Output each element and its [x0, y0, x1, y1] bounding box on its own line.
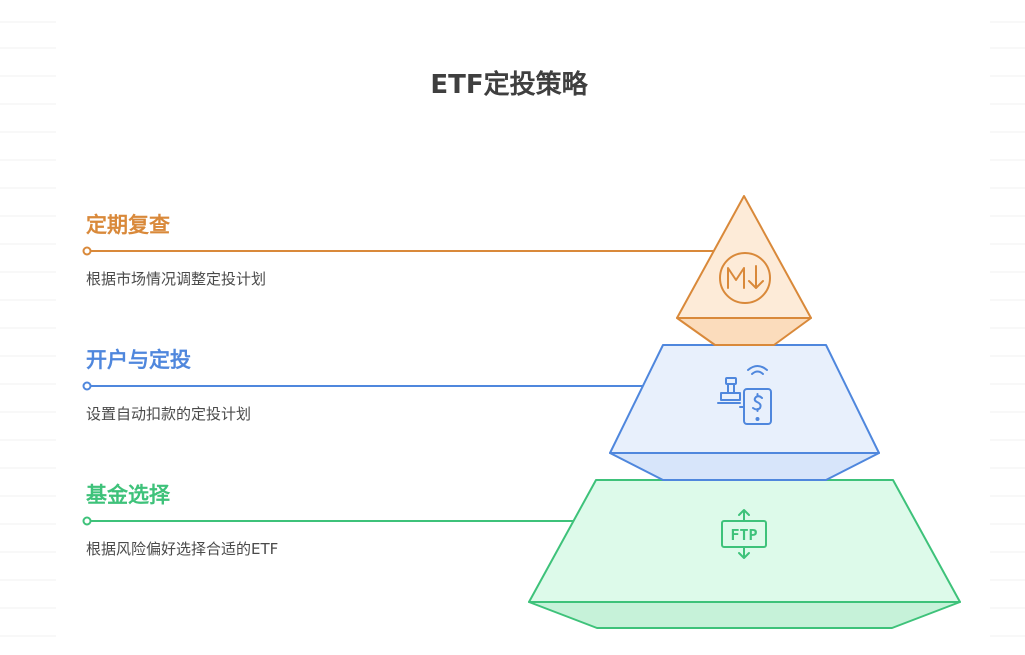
- connector-review: [82, 246, 715, 256]
- pyramid-tier-review: [676, 195, 812, 346]
- ftp-transfer-icon: FTP: [721, 509, 767, 559]
- level-heading-fund: 基金选择: [86, 483, 170, 507]
- m-down-arrow-icon: [719, 252, 771, 304]
- level-heading-account: 开户与定投: [86, 348, 191, 372]
- mobile-payment-icon: [717, 365, 772, 425]
- level-description-fund: 根据风险偏好选择合适的ETF: [86, 540, 279, 558]
- level-description-account: 设置自动扣款的定投计划: [86, 405, 252, 423]
- connector-account: [82, 381, 645, 391]
- pyramid-tier-fund: [528, 479, 961, 629]
- level-heading-review: 定期复查: [86, 213, 170, 237]
- connector-fund: [82, 516, 575, 526]
- level-description-review: 根据市场情况调整定投计划: [86, 270, 267, 288]
- ftp-icon-text: FTP: [730, 526, 757, 544]
- diagram-title: ETF定投策略: [430, 70, 588, 100]
